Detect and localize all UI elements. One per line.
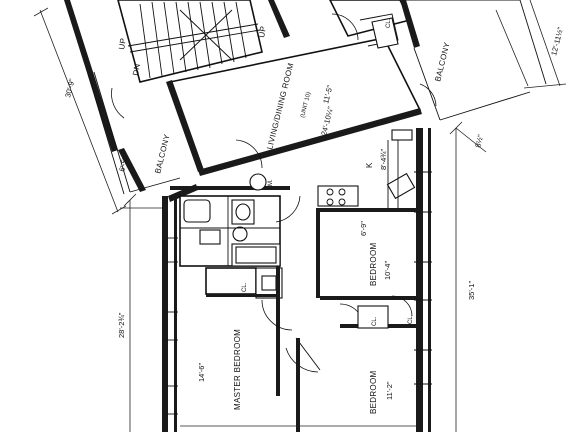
upper-block: UP UP DN: [33, 0, 567, 215]
master-bedroom-label: MASTER BEDROOM: [233, 329, 242, 410]
dim-balcony-depth: 6'-5": [117, 155, 129, 172]
bedroom-upper-label: BEDROOM: [369, 243, 378, 286]
closet-label-bed-2: CL.: [408, 314, 414, 324]
dim-right-top: 12'-11½": [549, 26, 565, 57]
dim-kitchen-width: 8'-4¾": [379, 148, 388, 170]
stair-up-label: UP: [117, 37, 128, 50]
closet-label-top: CL.: [386, 18, 392, 28]
dim-overall-right: 35'-1": [467, 281, 476, 300]
dim-overall-mid: 28'-2¾": [117, 312, 126, 338]
dim-living-depth: 11'-5": [321, 84, 334, 105]
dim-bedroom-depth: 6'-9": [359, 221, 368, 236]
stair-up-label-2: UP: [257, 25, 268, 38]
stair-dn-label: DN: [131, 63, 142, 77]
dim-bedroom-width: 10'-4": [383, 261, 392, 280]
balcony-left-label: BALCONY: [153, 133, 172, 175]
closet-label-bed: CL.: [372, 316, 378, 326]
dim-overall-left: 30'-9": [63, 77, 76, 98]
dim-master-width: 14'-6": [197, 363, 206, 382]
closet-label-bath: CL.: [242, 282, 248, 292]
dim-right-jog: 8½": [473, 133, 485, 148]
kitchen-label: K: [365, 162, 374, 168]
balcony-right-label: BALCONY: [433, 41, 452, 83]
bedroom-lower-label: BEDROOM: [369, 371, 378, 414]
mech-label: M.: [268, 179, 274, 186]
stair-treads: [127, 1, 261, 79]
lower-block: M. CL. CL. CL.: [120, 121, 463, 432]
dim-bedroom2-width: 11'-2": [385, 381, 394, 400]
